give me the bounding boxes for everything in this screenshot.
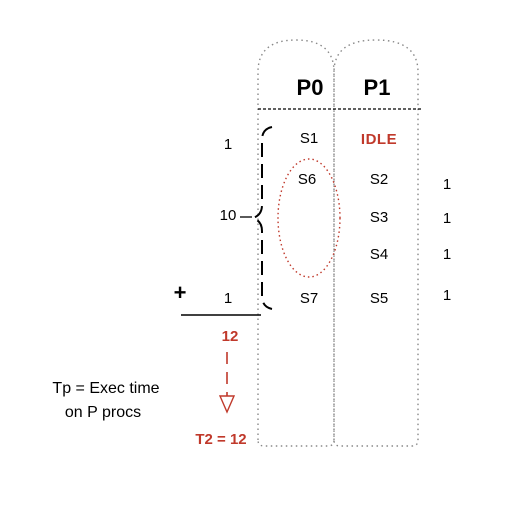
p1-cost: 1 xyxy=(443,210,451,227)
plus-sign: + xyxy=(174,280,187,305)
p0-statement: S7 xyxy=(300,290,318,307)
p0-cost: 10 xyxy=(220,207,237,224)
p1-cost: 1 xyxy=(443,287,451,304)
p0-statement: S6 xyxy=(298,171,316,188)
p1-cost: 1 xyxy=(443,246,451,263)
p0-cost: 1 xyxy=(224,290,232,307)
processor-header-p0: P0 xyxy=(297,75,324,100)
p0-curly-brace xyxy=(249,126,273,310)
p0-column-outline xyxy=(257,39,335,447)
p1-statement: S5 xyxy=(370,290,388,307)
p1-cost: 1 xyxy=(443,176,451,193)
result-value: T2 = 12 xyxy=(195,431,246,448)
p1-statement: S3 xyxy=(370,209,388,226)
result-arrow-head xyxy=(218,395,236,414)
s6-block-ellipse xyxy=(277,158,341,278)
p0-cost: 1 xyxy=(224,136,232,153)
p1-statement: S2 xyxy=(370,171,388,188)
p1-idle-label: IDLE xyxy=(361,131,397,148)
note-line: on P procs xyxy=(65,404,141,421)
note-line: Tp = Exec time xyxy=(52,380,159,397)
processor-header-p1: P1 xyxy=(364,75,391,100)
total-value: 12 xyxy=(222,328,239,345)
p1-statement: S4 xyxy=(370,246,388,263)
p0-statement: S1 xyxy=(300,130,318,147)
p1-column-outline xyxy=(333,39,419,447)
